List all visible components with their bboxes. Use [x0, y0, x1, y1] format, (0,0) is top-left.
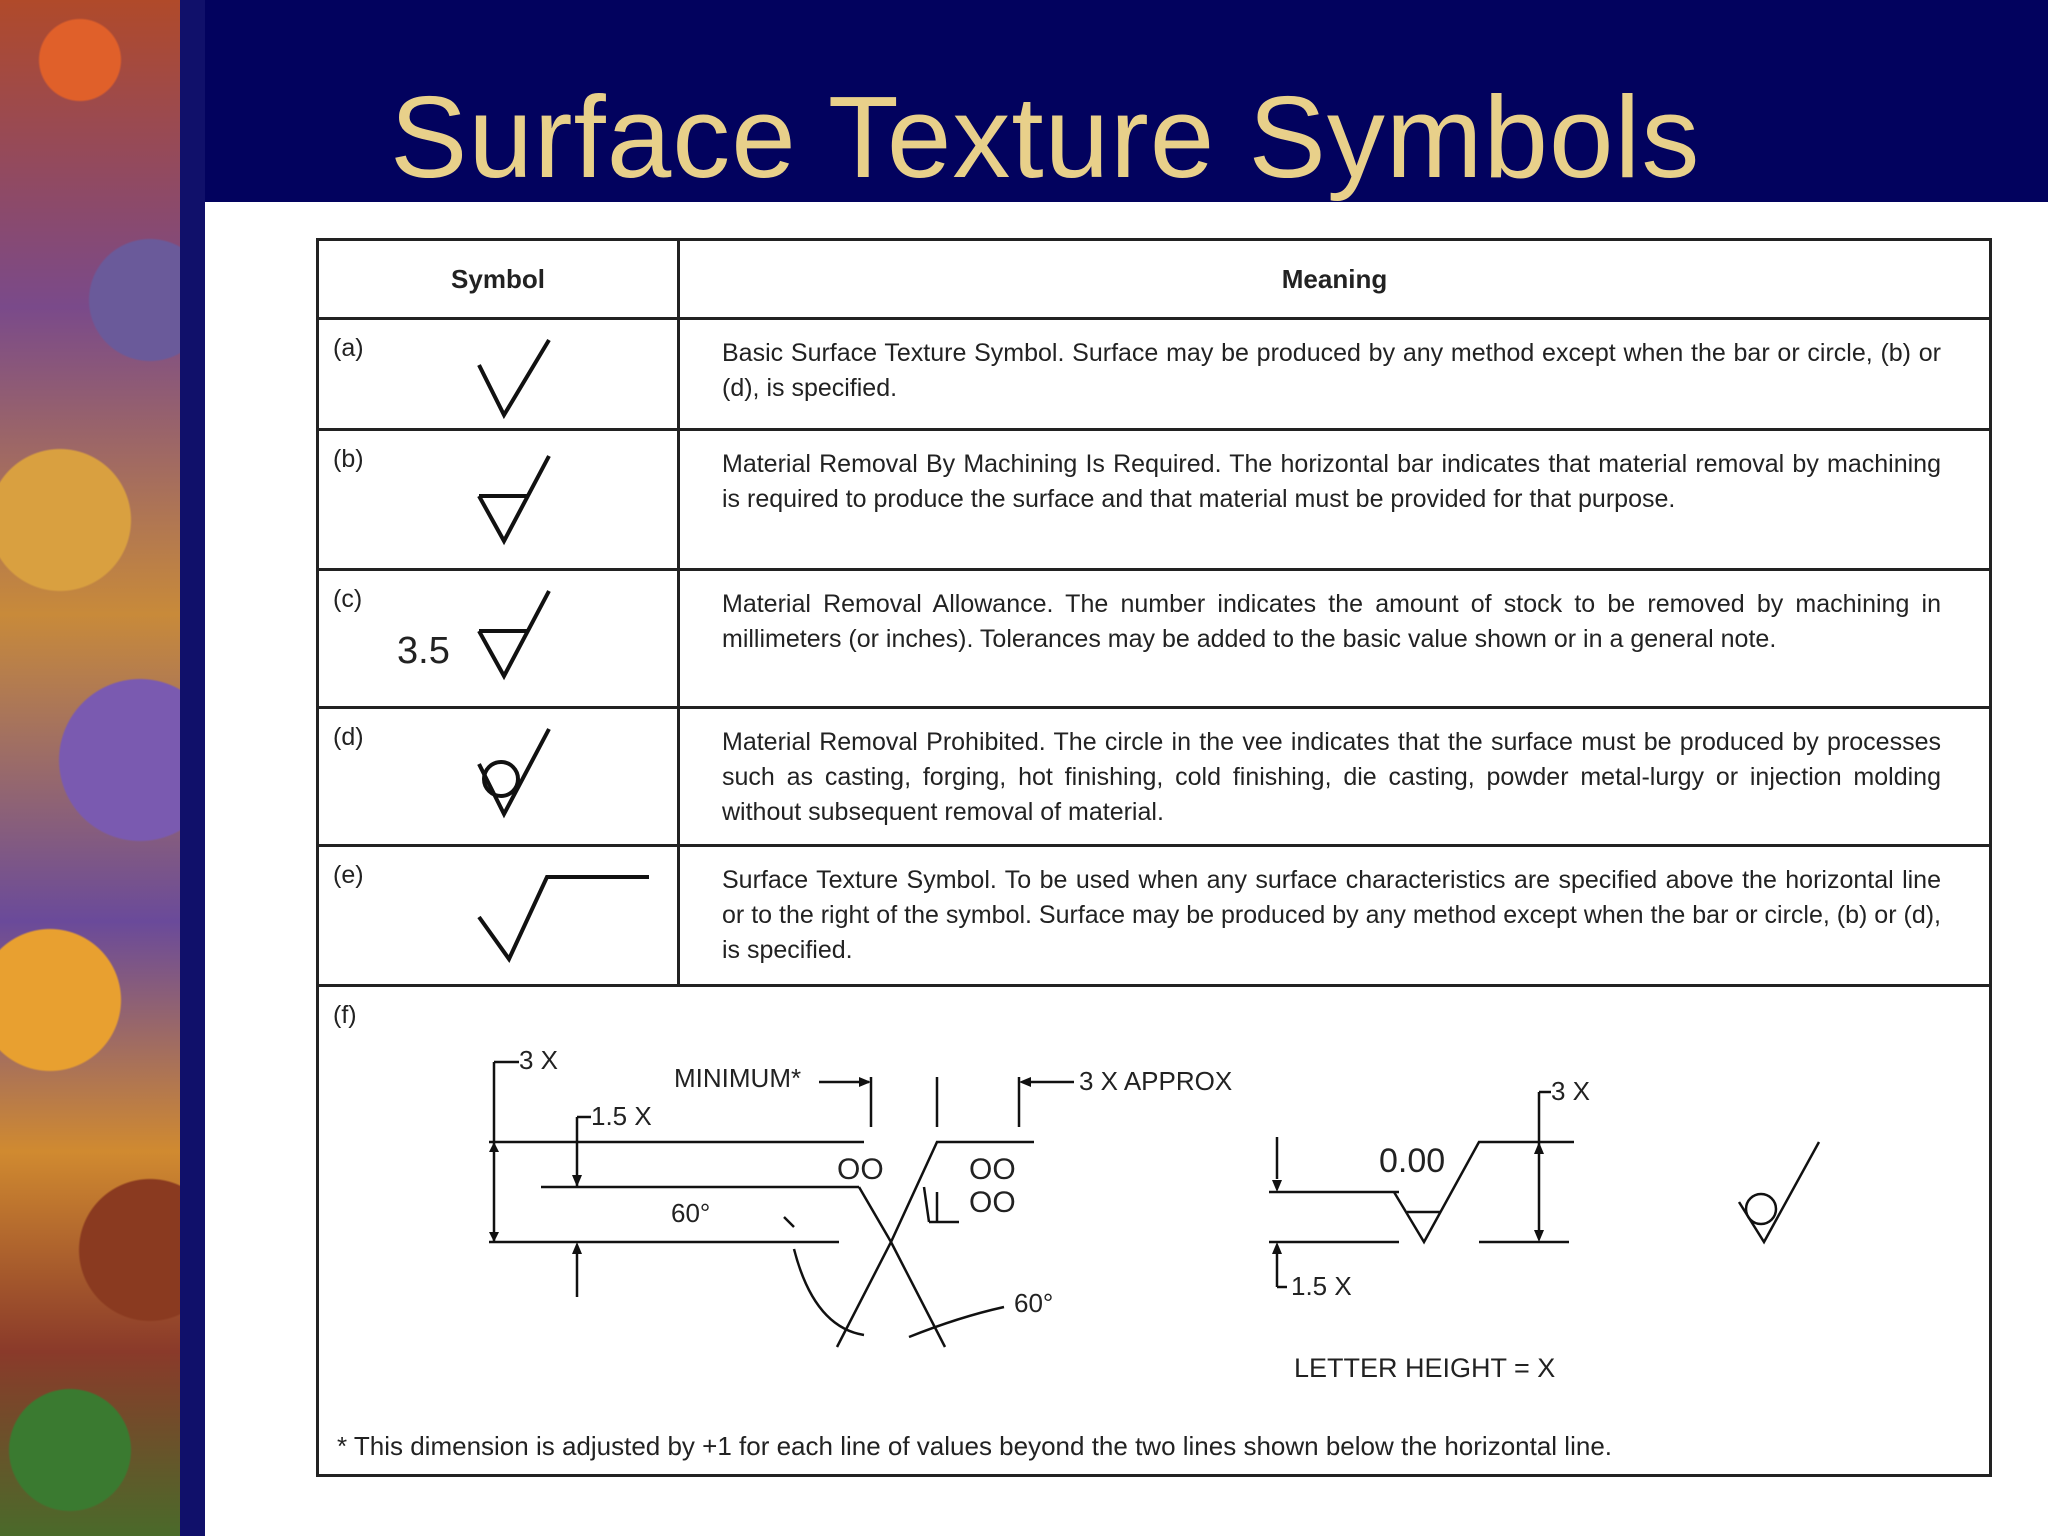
header-meaning: Meaning: [677, 238, 1992, 320]
dim-right-value: 0.00: [1379, 1142, 1445, 1180]
extended-surface-symbol-icon: [477, 875, 649, 963]
table-row: (c) 3.5 Material Removal Allowance. The …: [316, 568, 1992, 709]
row-label: (e): [333, 861, 364, 889]
symbol-cell: (a): [316, 317, 680, 431]
meaning-cell: Basic Surface Texture Symbol. Surface ma…: [677, 317, 1992, 431]
letter-height-note: LETTER HEIGHT = X: [1294, 1353, 1555, 1383]
dim-one-five-x: 1.5 X: [591, 1101, 652, 1131]
table-row: (f): [316, 984, 1992, 1477]
placeholder-bottom-right: OO: [969, 1186, 1016, 1219]
meaning-cell: Surface Texture Symbol. To be used when …: [677, 844, 1992, 987]
dim-three-x-approx: 3 X APPROX: [1079, 1066, 1232, 1096]
row-label: (f): [333, 1001, 357, 1029]
proportion-diagram: 3 X 1.5 X MINIMUM* 3 X APPROX 60° 60° OO…: [489, 1045, 1821, 1383]
table-row: (e) Surface Texture Symbol. To be used w…: [316, 844, 1992, 987]
placeholder-top-left: OO: [837, 1153, 884, 1186]
dim-right-three-x: 3 X: [1551, 1076, 1590, 1106]
meaning-cell: Material Removal By Machining Is Require…: [677, 428, 1992, 571]
table-header-row: Symbol Meaning: [316, 238, 1992, 320]
table-row: (b) Material Removal By Machining Is Req…: [316, 428, 1992, 571]
machining-required-symbol-icon: [477, 455, 551, 546]
symbol-cell: (c) 3.5: [316, 568, 680, 709]
dim-right-one-five-x: 1.5 X: [1291, 1271, 1352, 1301]
meaning-cell: Material Removal Allowance. The number i…: [677, 568, 1992, 709]
symbol-cell: (e): [316, 844, 680, 987]
removal-allowance-symbol-icon: 3.5: [397, 590, 551, 681]
table-row: (d) Material Removal Prohibited. The cir…: [316, 706, 1992, 847]
footnote: * This dimension is adjusted by +1 for e…: [337, 1431, 1613, 1461]
row-label: (b): [333, 445, 364, 473]
removal-prohibited-symbol-icon: [477, 728, 551, 819]
decorative-gear-strip: [0, 0, 205, 1536]
slide-title: Surface Texture Symbols: [390, 72, 1701, 202]
basic-surface-symbol-icon: [477, 338, 551, 420]
dim-angle-60-b: 60°: [1014, 1288, 1053, 1318]
surface-texture-table: Symbol Meaning (a) Basic Surface Texture…: [316, 238, 1992, 1477]
figure-cell: (f): [316, 984, 1992, 1477]
meaning-cell: Material Removal Prohibited. The circle …: [677, 706, 1992, 847]
row-label: (d): [333, 723, 364, 751]
dim-minimum: MINIMUM*: [674, 1063, 801, 1093]
symbol-cell: (b): [316, 428, 680, 571]
symbol-cell: (d): [316, 706, 680, 847]
placeholder-top-right: OO: [969, 1153, 1016, 1186]
dim-three-x: 3 X: [519, 1045, 558, 1075]
dim-angle-60-a: 60°: [671, 1198, 710, 1228]
allowance-value: 3.5: [397, 630, 450, 672]
header-symbol: Symbol: [316, 238, 680, 320]
table-row: (a) Basic Surface Texture Symbol. Surfac…: [316, 317, 1992, 431]
row-label: (c): [333, 585, 363, 613]
row-label: (a): [333, 334, 364, 362]
